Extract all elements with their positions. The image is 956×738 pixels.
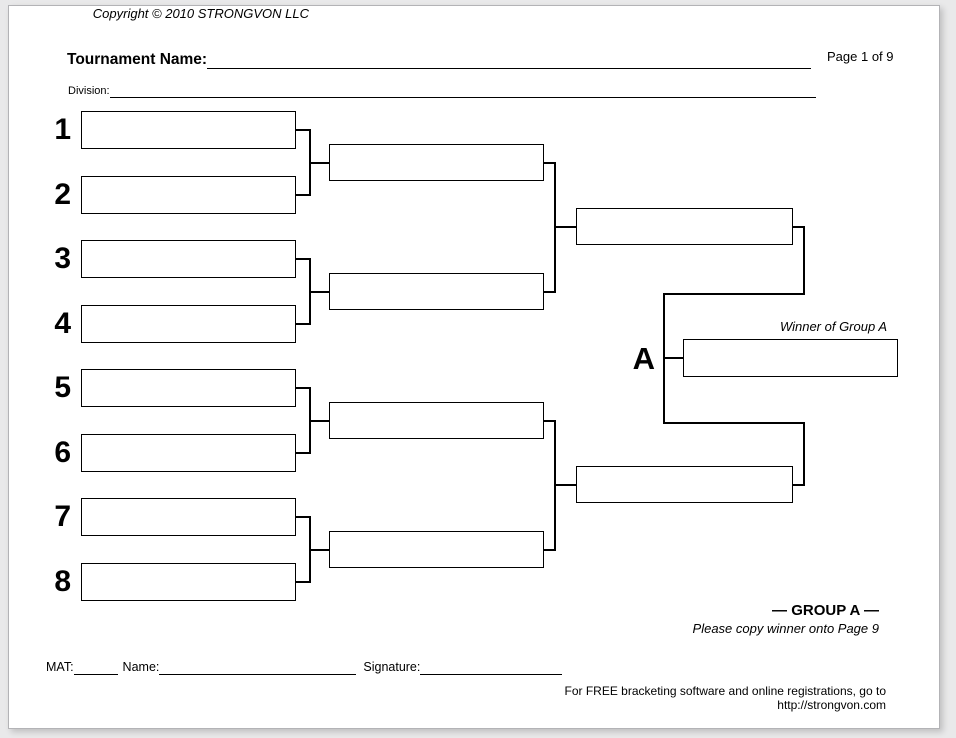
connector-line (544, 549, 555, 551)
connector-line (310, 420, 330, 422)
seed-number-3: 3 (54, 242, 71, 275)
document-page: Tournament Name: Page 1 of 9 Division: C… (8, 5, 940, 729)
seed-box-1 (81, 111, 296, 149)
connector-line (555, 484, 577, 486)
seed-number-7: 7 (54, 500, 71, 533)
mat-blank-line (73, 660, 118, 675)
group-copy-note: Please copy winner onto Page 9 (692, 621, 879, 636)
connector-line (803, 422, 805, 486)
round2-box-1 (329, 144, 544, 181)
page-indicator: Page 1 of 9 (827, 49, 894, 64)
connector-line (296, 129, 310, 131)
officials-row: MAT: Name: Signature: (46, 660, 766, 675)
seed-box-8 (81, 563, 296, 601)
connector-line (663, 422, 804, 424)
round3-box-2 (576, 466, 793, 503)
tournament-name-label: Tournament Name: (67, 51, 208, 68)
seed-box-5 (81, 369, 296, 407)
seed-box-7 (81, 498, 296, 536)
connector-line (544, 420, 555, 422)
division-label: Division: (68, 85, 110, 97)
tournament-name-row: Tournament Name: (67, 51, 811, 69)
seed-number-1: 1 (54, 113, 71, 146)
group-winner-box (683, 339, 898, 377)
round2-box-3 (329, 402, 544, 439)
seed-number-4: 4 (54, 307, 71, 340)
connector-line (309, 258, 311, 325)
connector-line (296, 452, 310, 454)
winner-caption: Winner of Group A (779, 319, 887, 334)
seed-number-6: 6 (54, 436, 71, 469)
group-letter: A (632, 341, 655, 376)
connector-line (555, 226, 577, 228)
connector-line (296, 323, 310, 325)
connector-line (663, 357, 683, 359)
seed-box-6 (81, 434, 296, 472)
group-title: — GROUP A — (772, 602, 879, 619)
connector-line (310, 291, 330, 293)
connector-line (544, 291, 555, 293)
connector-line (793, 484, 804, 486)
connector-line (310, 549, 330, 551)
connector-line (296, 387, 310, 389)
seed-box-3 (81, 240, 296, 278)
seed-number-2: 2 (54, 178, 71, 211)
connector-line (309, 516, 311, 583)
connector-line (309, 129, 311, 196)
seed-box-2 (81, 176, 296, 214)
copyright-notice: Copyright © 2010 STRONGVON LLC (92, 6, 309, 21)
seed-box-4 (81, 305, 296, 343)
connector-line (310, 162, 330, 164)
name-label: Name: (122, 660, 160, 674)
round2-box-2 (329, 273, 544, 310)
connector-line (554, 420, 556, 551)
signature-blank-line (420, 660, 563, 675)
connector-line (803, 226, 805, 295)
connector-line (544, 162, 555, 164)
seed-number-5: 5 (54, 371, 71, 404)
tournament-name-blank-line (207, 51, 811, 69)
division-blank-line (109, 85, 816, 98)
connector-line (296, 581, 310, 583)
connector-line (793, 226, 804, 228)
connector-line (296, 258, 310, 260)
round2-box-4 (329, 531, 544, 568)
signature-label: Signature: (363, 660, 421, 674)
connector-line (554, 162, 556, 293)
connector-line (309, 387, 311, 454)
connector-line (663, 293, 665, 424)
seed-number-8: 8 (54, 565, 71, 598)
connector-line (296, 516, 310, 518)
mat-label: MAT: (46, 660, 74, 674)
connector-line (663, 293, 804, 295)
name-blank-line (159, 660, 357, 675)
division-row: Division: (68, 85, 816, 98)
promo-footer: For FREE bracketing software and online … (564, 684, 887, 712)
connector-line (296, 194, 310, 196)
round3-box-1 (576, 208, 793, 245)
